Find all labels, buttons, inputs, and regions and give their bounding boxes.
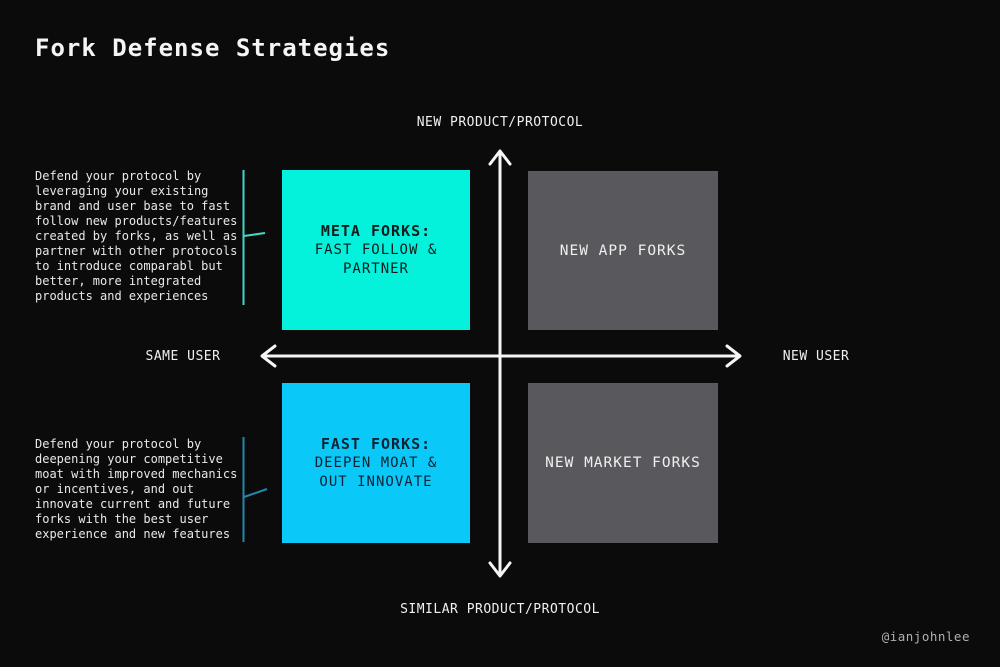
- quadrant-new-market-forks: NEW MARKET FORKS: [528, 383, 718, 543]
- author-credit: @ianjohnlee: [881, 629, 970, 644]
- quadrant-heading: META FORKS:: [320, 221, 432, 240]
- arrowhead-down-icon: [488, 561, 512, 578]
- quadrant-meta-forks: META FORKS: FAST FOLLOW & PARTNER: [282, 170, 470, 330]
- arrowhead-up-icon: [488, 149, 512, 166]
- quadrant-label: NEW APP FORKS: [559, 242, 687, 259]
- quadrant-new-app-forks: NEW APP FORKS: [528, 171, 718, 330]
- annotation-meta-forks: Defend your protocol by leveraging your …: [35, 169, 238, 303]
- quadrant-body: DEEPEN MOAT & OUT INNOVATE: [314, 454, 438, 490]
- page-title: Fork Defense Strategies: [35, 34, 391, 62]
- axis-label-new-user: NEW USER: [782, 349, 850, 364]
- quadrant-fast-forks: FAST FORKS: DEEPEN MOAT & OUT INNOVATE: [282, 383, 470, 543]
- axis-label-similar-product: SIMILAR PRODUCT/PROTOCOL: [400, 602, 600, 617]
- annotation-tick-bottom: [243, 488, 268, 498]
- axis-label-new-product: NEW PRODUCT/PROTOCOL: [416, 115, 584, 130]
- quadrant-label: NEW MARKET FORKS: [545, 455, 701, 471]
- annotation-tick-top: [243, 232, 266, 237]
- annotation-fast-forks: Defend your protocol by deepening your c…: [35, 437, 238, 541]
- quadrant-body: FAST FOLLOW & PARTNER: [314, 241, 438, 277]
- axis-label-same-user: SAME USER: [145, 349, 221, 364]
- quadrant-heading: FAST FORKS:: [320, 434, 432, 453]
